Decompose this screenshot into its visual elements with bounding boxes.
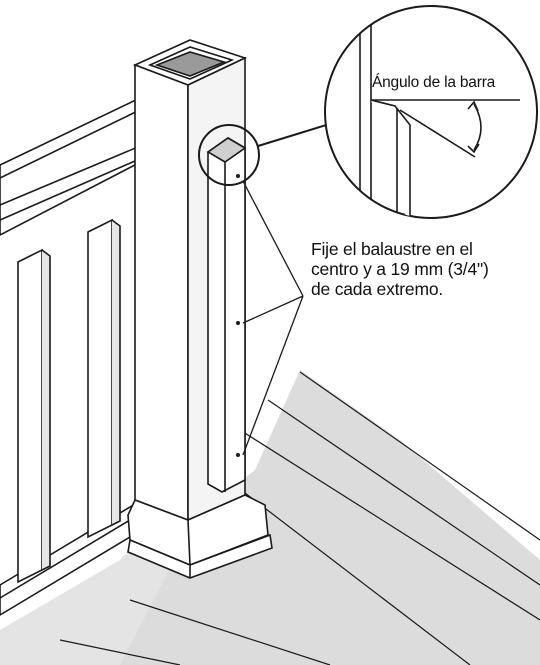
post <box>127 39 273 579</box>
instruction-line-2: centro y a 19 mm (3/4") <box>311 259 489 279</box>
instruction-line-3: de cada extremo. <box>311 279 444 299</box>
callout-leaders <box>242 180 304 456</box>
post-baluster <box>206 137 247 493</box>
detail-inset <box>324 5 538 219</box>
instruction-line-1: Fije el balaustre en el <box>311 239 473 259</box>
angle-label: Ángulo de la barra <box>372 74 496 91</box>
instruction-callout: Fije el balaustre en el centro y a 19 mm… <box>311 239 531 299</box>
deck <box>0 370 540 665</box>
detail-marker-circle <box>198 124 260 186</box>
detail-connector <box>257 121 337 147</box>
